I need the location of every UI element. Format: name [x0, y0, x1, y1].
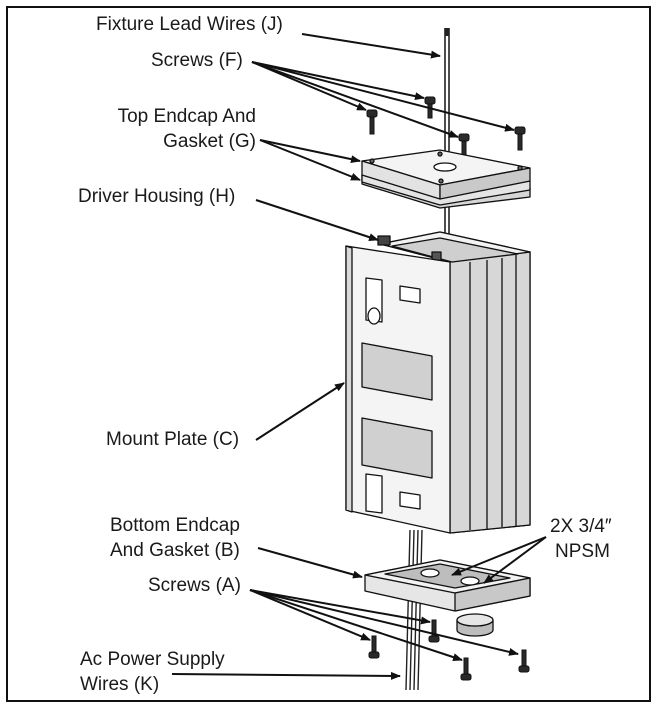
arrow-npsm-1 [451, 536, 547, 576]
arrow-top-gasket [259, 139, 361, 181]
arrow-screws-a-4 [249, 589, 519, 656]
screws-a [368, 619, 530, 681]
diagram-frame [6, 6, 651, 702]
screw-a-2 [368, 635, 380, 659]
mount-plate [345, 245, 451, 534]
screw-f-1 [424, 96, 436, 119]
ac-power-wires [405, 529, 423, 691]
arrow-screws-f-4 [251, 61, 515, 132]
label-npsm-line1: 2X 3/4″ [550, 516, 612, 537]
screw-a-3 [460, 657, 472, 681]
screw-a-1 [428, 619, 440, 643]
leader-arrows [171, 33, 547, 680]
arrow-top-endcap [259, 139, 361, 164]
arrow-screws-a-1 [249, 589, 431, 625]
arrow-bottom-endcap [257, 547, 363, 579]
label-screws-a: Screws (A) [148, 575, 241, 596]
top-endcap-gasket [361, 149, 531, 209]
arrow-screws-f-2 [251, 61, 367, 111]
label-ac-power-line2: Wires (K) [80, 674, 160, 695]
label-npsm-line2: NPSM [555, 541, 610, 562]
arrow-driver-housing [255, 199, 379, 241]
screws-f [366, 96, 526, 159]
arrow-screws-a-3 [249, 589, 463, 661]
bottom-endcap-gasket [364, 559, 531, 637]
arrow-screws-f-1 [251, 61, 425, 101]
label-top-endcap-line1: Top Endcap And [117, 106, 256, 127]
arrow-screws-f-3 [251, 61, 459, 138]
label-bottom-endcap-line2: And Gasket (B) [110, 540, 240, 561]
label-screws-f: Screws (F) [151, 50, 243, 71]
screw-f-2 [366, 109, 378, 135]
arrow-screws-a-2 [249, 589, 371, 641]
screw-a-4 [518, 649, 530, 673]
screw-f-4 [514, 126, 526, 151]
label-mount-plate: Mount Plate (C) [106, 429, 240, 450]
label-bottom-endcap-line1: Bottom Endcap [110, 515, 240, 536]
label-top-endcap-line2: Gasket (G) [163, 131, 256, 152]
label-fixture-lead-wires: Fixture Lead Wires (J) [96, 14, 283, 35]
label-driver-housing: Driver Housing (H) [78, 186, 236, 207]
arrow-fixture-lead-wires [301, 33, 441, 59]
driver-housing [377, 231, 531, 534]
arrow-ac-power-wires [171, 671, 401, 680]
label-ac-power-line1: Ac Power Supply [80, 649, 225, 670]
arrow-mount-plate [255, 382, 345, 441]
arrow-npsm-2 [483, 536, 547, 584]
fixture-lead-wires [444, 28, 450, 250]
